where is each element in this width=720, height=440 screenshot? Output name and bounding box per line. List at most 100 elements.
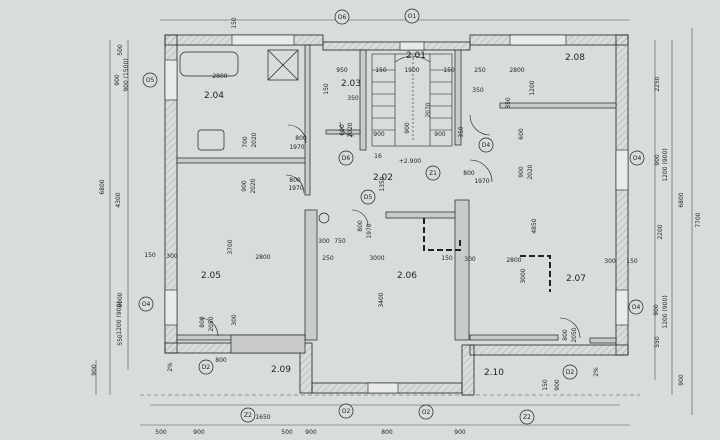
dimension-label: +2.900 bbox=[399, 158, 421, 165]
dimension-label: 1970 bbox=[289, 144, 304, 151]
bathroom-fixtures bbox=[179, 49, 330, 224]
axis-bubble bbox=[360, 189, 376, 205]
dimension-label: 150 bbox=[375, 67, 387, 74]
axis-bubble bbox=[240, 407, 256, 423]
dimension-label: 2800 bbox=[506, 257, 521, 264]
axis-bubble-label: D6 bbox=[342, 155, 351, 162]
dimension-label-vertical: 2050 bbox=[208, 316, 215, 331]
axis-bubble bbox=[425, 165, 441, 181]
dimension-label-vertical: 900 bbox=[678, 374, 685, 386]
axis-bubble bbox=[338, 403, 354, 419]
room-label: 2.09 bbox=[271, 365, 291, 375]
interior-walls bbox=[176, 44, 617, 354]
dimension-label-vertical: 900 (1500) bbox=[123, 58, 130, 91]
dimension-label-vertical: 2020 bbox=[251, 132, 258, 147]
dimension-label-vertical: 2250 bbox=[654, 76, 661, 91]
dimension-lines bbox=[95, 19, 693, 426]
window-openings bbox=[164, 34, 629, 394]
dimension-label-vertical: 150 bbox=[542, 379, 549, 391]
axis-bubble-label: Z2 bbox=[523, 414, 531, 421]
dimension-label-vertical: 8000 bbox=[117, 292, 124, 307]
room-label: 2.03 bbox=[341, 79, 361, 89]
dimension-label-vertical: 900 bbox=[653, 304, 660, 316]
dimension-label-vertical: 700 bbox=[242, 136, 249, 148]
dimension-label-vertical: 6800 bbox=[678, 192, 685, 207]
room-label: 2.04 bbox=[204, 91, 224, 101]
axis-bubble-label: D5 bbox=[364, 194, 373, 201]
dimension-label: 250 bbox=[322, 255, 334, 262]
dimension-label-vertical: 800 bbox=[199, 316, 206, 328]
dimension-label: 150 bbox=[144, 252, 156, 259]
dimension-label: 300 bbox=[318, 238, 330, 245]
toilet bbox=[318, 212, 330, 224]
dimension-label-vertical: 1200 bbox=[529, 80, 536, 95]
axis-bubble-label: D2 bbox=[566, 369, 575, 376]
dimension-label-vertical: 900 bbox=[404, 122, 411, 134]
dimension-label-vertical: 800 bbox=[562, 329, 569, 341]
dimension-label-vertical: 900 bbox=[654, 154, 661, 166]
dimension-label-vertical: 150 bbox=[231, 17, 238, 29]
axis-bubble bbox=[338, 150, 354, 166]
dimension-label: 900 bbox=[305, 429, 317, 436]
axis-bubble-label: O4 bbox=[632, 304, 641, 311]
axis-bubble-label: Z2 bbox=[244, 412, 252, 419]
washbasin bbox=[197, 129, 225, 151]
dimension-label: 2800 bbox=[255, 254, 270, 261]
dimension-label-vertical: 900 bbox=[91, 364, 98, 376]
dimension-label: 300 bbox=[464, 256, 476, 263]
dimension-label: 3000 bbox=[369, 255, 384, 262]
axis-bubble-label: O2 bbox=[422, 409, 431, 416]
shower-tray bbox=[267, 49, 299, 81]
staircase bbox=[371, 53, 453, 147]
dimension-label-vertical: 900 bbox=[114, 74, 121, 86]
axis-bubble-label: D4 bbox=[482, 142, 491, 149]
dimension-label-vertical: 1200 (900) bbox=[662, 295, 669, 328]
axis-bubble-label: O5 bbox=[146, 77, 155, 84]
dimension-label: 300 bbox=[604, 258, 616, 265]
dimension-label: 900 bbox=[454, 429, 466, 436]
dimension-label: 800 bbox=[289, 177, 301, 184]
axis-bubble-label: D2 bbox=[202, 364, 211, 371]
axis-bubble bbox=[628, 299, 644, 315]
dimension-label: 1650 bbox=[255, 414, 270, 421]
dimension-label: 16 bbox=[374, 153, 382, 160]
dimension-label-vertical: 900 bbox=[518, 166, 525, 178]
axis-bubble bbox=[138, 296, 154, 312]
axis-bubble-label: O6 bbox=[338, 14, 347, 21]
axis-bubble bbox=[404, 8, 420, 24]
dimension-label: 2800 bbox=[212, 73, 227, 80]
dimension-label: 500 bbox=[155, 429, 167, 436]
dimension-label-vertical: 2050 bbox=[571, 327, 578, 342]
room-label: 2.07 bbox=[566, 274, 586, 284]
dimension-label: 950 bbox=[336, 67, 348, 74]
dimension-label-vertical: 3400 bbox=[378, 292, 385, 307]
dimension-label: 150 bbox=[443, 67, 455, 74]
dimension-label-vertical: 2% bbox=[167, 362, 174, 372]
dimension-label: 900 bbox=[434, 131, 446, 138]
dimension-label-vertical: 6800 bbox=[99, 179, 106, 194]
dimension-label: 2800 bbox=[509, 67, 524, 74]
axis-bubble bbox=[478, 137, 494, 153]
dimension-label-vertical: 800 bbox=[357, 220, 364, 232]
room-label: 2.05 bbox=[201, 271, 221, 281]
dimension-label-vertical: 2070 bbox=[425, 102, 432, 117]
dimension-label-vertical: 900 bbox=[554, 379, 561, 391]
dimension-label-vertical: 2020 bbox=[250, 178, 257, 193]
axis-bubble bbox=[519, 409, 535, 425]
dimension-label-vertical: 550 bbox=[654, 336, 661, 348]
axis-bubble bbox=[334, 9, 350, 25]
dimension-label: 1900 bbox=[404, 67, 419, 74]
dimension-label-vertical: 350 bbox=[505, 97, 512, 109]
dimension-label: 900 bbox=[373, 131, 385, 138]
axis-bubble-label: O4 bbox=[633, 155, 642, 162]
dimension-label-vertical: 600 bbox=[339, 124, 346, 136]
axis-bubble bbox=[562, 364, 578, 380]
axis-bubble-label: Z1 bbox=[429, 170, 437, 177]
dimension-label: 300 bbox=[166, 253, 178, 260]
section-markers bbox=[423, 218, 551, 292]
dimension-label-vertical: 550 bbox=[117, 334, 124, 346]
